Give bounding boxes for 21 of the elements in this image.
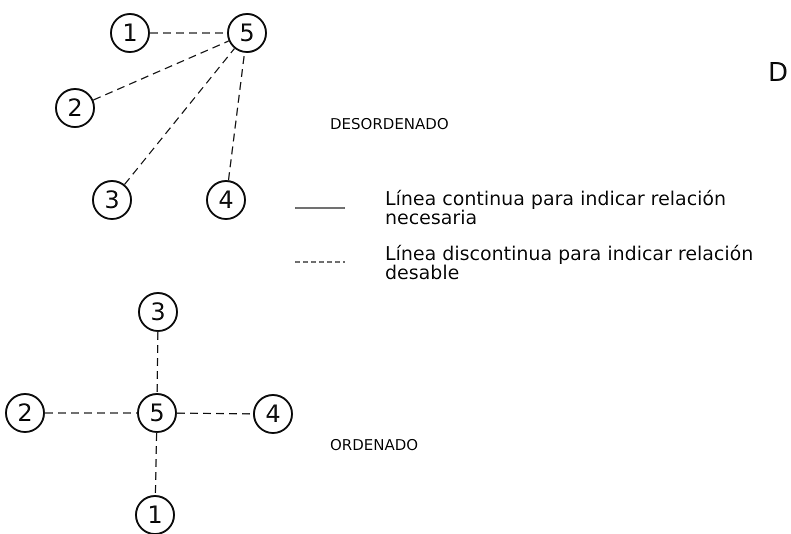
connector-line [154,432,158,496]
caption-text: ORDENADO [330,436,418,454]
connector-line [177,412,253,414]
connector-line [45,412,137,414]
caption-text: D [768,58,788,88]
caption-text: DESORDENADO [330,115,449,133]
connector-line [156,332,158,393]
numbered-circle: 2 [55,88,95,128]
legend-text: Línea discontinua para indicar relación desable [385,245,754,283]
connector-line [124,48,235,185]
legend-text: Línea continua para indicar relación necesaria [385,190,728,228]
numbered-circle: 5 [137,393,177,433]
numbered-circle: 3 [92,180,132,220]
numbered-circle: 3 [138,292,178,332]
connector-line [93,40,229,101]
numbered-circle: 4 [206,180,246,220]
numbered-circle: 1 [110,13,150,53]
numbered-circle: 2 [5,393,45,433]
numbered-circle: 4 [253,394,293,434]
numbered-circle: 1 [135,495,175,534]
numbered-circle: 5 [227,13,267,53]
